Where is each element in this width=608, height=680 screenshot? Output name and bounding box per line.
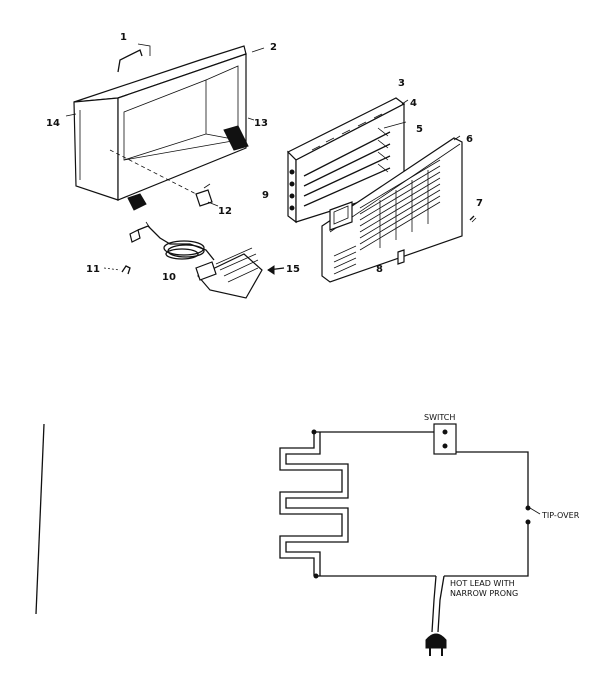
tipover-switch-symbol: [525, 505, 541, 525]
callout-1: 1: [120, 32, 127, 43]
part-7-screw: [469, 215, 477, 223]
heating-element-symbol: [279, 429, 349, 579]
callout-13: 13: [254, 118, 268, 129]
neutral-lead-wire: [431, 575, 437, 633]
callout-6: 6: [466, 134, 473, 145]
part-11-hook: [103, 265, 131, 275]
part-15-bracket: [195, 247, 285, 299]
callout-9: 9: [262, 190, 269, 201]
circuit-switch-right-wire: [456, 451, 529, 508]
callout-5: 5: [416, 124, 423, 135]
part-1-handle: [117, 43, 151, 73]
callout-15: 15: [286, 264, 300, 275]
hot-lead-label-line2: NARROW PRONG: [450, 589, 518, 598]
margin-line: [35, 423, 45, 615]
part-12-switch: [195, 183, 219, 207]
callout-14: 14: [46, 118, 60, 129]
switch-label: SWITCH: [424, 413, 455, 422]
switch-symbol: [433, 423, 457, 455]
part-8-clip: [397, 249, 405, 265]
tipover-label: TIP-OVER: [541, 511, 580, 520]
part-10-power-cord: [129, 221, 215, 261]
callout-8: 8: [376, 264, 383, 275]
callout-2: 2: [270, 42, 277, 53]
hot-lead-wire: [437, 575, 445, 633]
exploded-view: 1 2 3 4 5 6 7 8 9 10 11 12 13 14 15: [46, 32, 483, 299]
callout-7: 7: [476, 198, 483, 209]
part-6-grille: [321, 135, 463, 283]
wiring-schematic: SWITCH TIP-OVER HOT LEAD WITH NARROW PRO…: [35, 413, 580, 656]
callout-3: 3: [398, 78, 405, 89]
part-2-cabinet: [65, 45, 265, 211]
hot-lead-label-line1: HOT LEAD WITH: [450, 579, 515, 588]
callout-11: 11: [86, 264, 100, 275]
callout-12: 12: [218, 206, 232, 217]
callout-4: 4: [410, 98, 417, 109]
callout-10: 10: [162, 272, 176, 283]
plug-symbol: [425, 633, 447, 656]
circuit-right-wire: [444, 522, 529, 577]
